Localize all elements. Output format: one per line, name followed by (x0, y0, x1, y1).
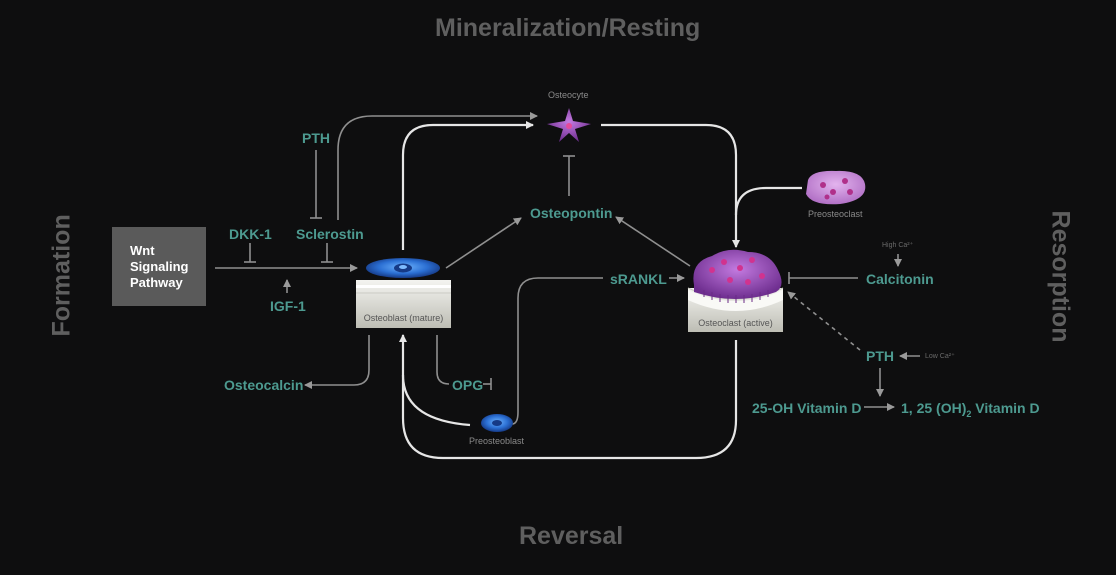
opg-label: OPG (452, 377, 484, 393)
preosteoclast-label: Preosteoclast (808, 209, 863, 219)
osteoclast-active-label: Osteoclast (active) (698, 318, 773, 328)
preosteoclast-link (734, 186, 802, 216)
osteoclast-to-osteopontin-arrow (615, 216, 691, 267)
osteoblast-to-osteocyte-arrow (401, 121, 534, 250)
osteoblast-to-osteocalcin-arrow (304, 335, 370, 389)
preosteoblast-to-srankl (511, 277, 603, 425)
white-cycle-arrows (399, 121, 802, 460)
pth-right-label: PTH (866, 348, 894, 364)
wnt-signaling-box: Wnt Signaling Pathway (112, 227, 206, 306)
low-calcium-note: Low Ca²⁺ (925, 353, 955, 360)
preosteoblast-icon (481, 414, 513, 432)
high-calcium-note: High Ca²⁺ (882, 242, 914, 249)
wnt-line-1: Wnt (130, 243, 155, 258)
gray-signal-arrows (215, 112, 920, 425)
sclerostin-to-osteocyte-arrow (337, 112, 538, 220)
sclerostin-label: Sclerostin (296, 226, 364, 242)
preosteoblast-label: Preosteoblast (469, 436, 525, 446)
osteocyte-label: Osteocyte (548, 90, 589, 100)
osteoblast-to-osteopontin-arrow (445, 217, 522, 269)
vitamin-d-125-label: 1, 25 (OH)2 Vitamin D (901, 400, 1040, 419)
srankl-label: sRANKL (610, 271, 667, 287)
phase-mineralization-resting: Mineralization/Resting (435, 14, 701, 42)
wnt-line-2: Signaling (130, 259, 189, 274)
vitamin-d-125-suffix: Vitamin D (971, 400, 1040, 416)
igf1-label: IGF-1 (270, 298, 306, 314)
osteocyte-to-osteoclast-arrow (601, 123, 740, 248)
osteoblast-to-opg (436, 335, 450, 385)
osteoblast-mature-label: Osteoblast (mature) (363, 313, 444, 323)
osteocalcin-label: Osteocalcin (224, 377, 304, 393)
osteoblast-mature-icon (356, 258, 451, 328)
vitamin-d-25-label: 25-OH Vitamin D (752, 400, 862, 416)
osteoclast-active-icon (687, 249, 784, 332)
wnt-line-3: Pathway (130, 275, 183, 290)
vitamin-d-125-prefix: 1, 25 (OH) (901, 400, 967, 416)
pth-to-osteoclast-dashed-arrow (787, 291, 861, 351)
vitamin-d-125-subscript: 2 (966, 408, 972, 419)
preosteoclast-icon (806, 170, 866, 205)
phase-reversal: Reversal (519, 522, 624, 550)
osteocyte-icon (547, 108, 591, 142)
dkk1-label: DKK-1 (229, 226, 272, 242)
pth-top-label: PTH (302, 130, 330, 146)
osteopontin-label: Osteopontin (530, 205, 613, 221)
calcitonin-label: Calcitonin (866, 271, 934, 287)
reversal-loop-arrow (399, 334, 738, 460)
